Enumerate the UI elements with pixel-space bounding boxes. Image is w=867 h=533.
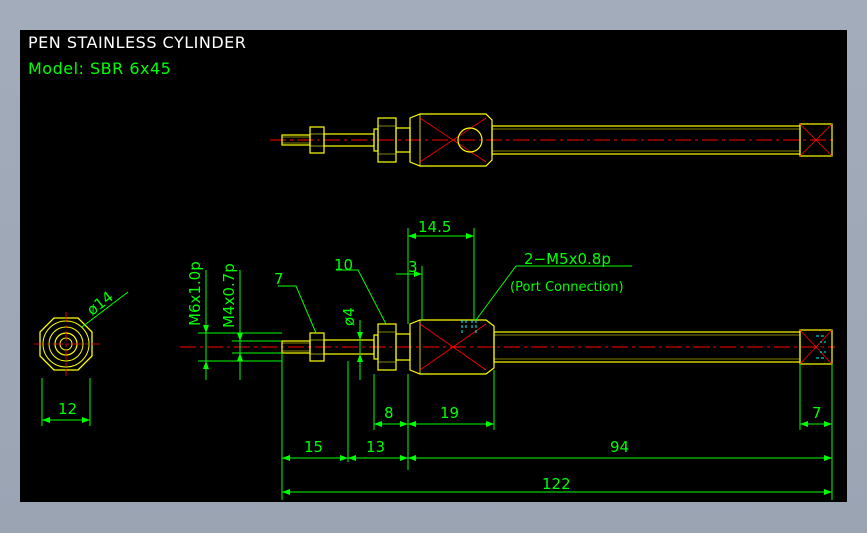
drawing-title: PEN STAINLESS CYLINDER: [28, 33, 246, 52]
small-nut-label: 7: [274, 270, 284, 288]
top-end-cap: [799, 123, 833, 157]
port-thread-label: 2−M5x0.8p: [524, 250, 611, 268]
rod-length-label: 15: [304, 438, 323, 456]
cad-drawing-viewport: PEN STAINLESS CYLINDER Model: SBR 6x45: [20, 30, 847, 502]
nut-length-label: 8: [384, 404, 394, 422]
side-end-cap: [799, 329, 833, 365]
top-port-hole: [457, 127, 483, 153]
top-barrel: [491, 125, 801, 155]
end-width-label: 12: [58, 400, 77, 418]
port-offset-label: 3: [408, 258, 418, 276]
large-nut-label: 10: [334, 256, 353, 274]
end-diameter-label: ø14: [83, 288, 116, 320]
dimension-arrowheads: [203, 233, 832, 495]
cap-length-label: 7: [812, 404, 822, 422]
top-view: [270, 113, 835, 167]
body-length-label: 94: [610, 438, 629, 456]
model-label: Model: SBR 6x45: [28, 59, 171, 78]
thread-rod-label: M6x1.0p: [186, 261, 204, 326]
head-length-label: 19: [440, 404, 459, 422]
port-connection-note: (Port Connection): [510, 280, 624, 295]
top-head-block: [409, 113, 493, 167]
side-view-dimensions: [198, 228, 833, 500]
thread-tip-label: M4x0.7p: [220, 263, 238, 328]
gland-length-label: 13: [366, 438, 385, 456]
side-head-block: [409, 319, 495, 375]
end-view: ø14 12: [34, 288, 129, 426]
overall-length-label: 122: [542, 475, 571, 493]
end-view-octagon: [39, 317, 93, 371]
side-view: [180, 319, 835, 375]
rod-diameter-label: ø4: [340, 307, 358, 326]
port-span-label: 14.5: [418, 218, 451, 236]
cylinder-drawing: PEN STAINLESS CYLINDER Model: SBR 6x45: [28, 33, 835, 500]
